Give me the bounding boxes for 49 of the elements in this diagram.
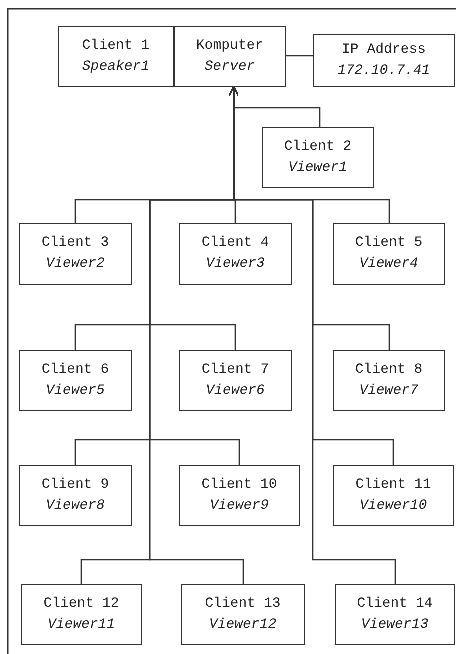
client-box — [313, 34, 455, 87]
client-box — [19, 223, 132, 285]
node-subtitle: Viewer12 — [209, 616, 277, 634]
node-title: Client 13 — [205, 594, 281, 614]
connector — [286, 55, 313, 57]
node-title: Client 6 — [42, 360, 110, 380]
node-subtitle: Viewer2 — [46, 255, 105, 274]
client-box — [333, 223, 445, 285]
node-subtitle: Viewer8 — [46, 496, 105, 516]
client-box — [19, 350, 132, 411]
node-title: Client 5 — [355, 234, 423, 253]
client-box — [181, 584, 305, 645]
node-subtitle: Viewer11 — [48, 616, 116, 634]
client-box — [179, 465, 300, 526]
node-subtitle: Viewer10 — [360, 496, 428, 516]
client-box — [19, 465, 132, 526]
client-box — [333, 465, 454, 526]
node-subtitle: 172.10.7.41 — [338, 62, 430, 80]
node-title: Client 10 — [202, 476, 278, 494]
node-title: Client 12 — [44, 594, 120, 614]
node-title: Client 1 — [82, 36, 150, 56]
client-box — [174, 26, 286, 87]
client-box — [179, 223, 292, 285]
node-subtitle: Viewer5 — [46, 382, 105, 400]
node-title: Client 7 — [202, 360, 270, 380]
client-box — [58, 26, 174, 87]
node-title: Client 9 — [42, 476, 110, 494]
client-box — [21, 584, 142, 645]
node-subtitle: Viewer1 — [288, 158, 348, 178]
node-subtitle: Speaker1 — [82, 58, 150, 76]
node-subtitle: Viewer7 — [360, 382, 418, 400]
node-title: IP Address — [342, 40, 426, 60]
node-title: Komputer — [196, 36, 264, 56]
node-subtitle: Server — [204, 58, 256, 76]
client-box — [262, 127, 374, 188]
node-title: Client 14 — [357, 594, 433, 614]
node-title: Client 11 — [356, 476, 432, 494]
node-title: Client 4 — [202, 234, 270, 253]
node-subtitle: Viewer4 — [360, 255, 418, 274]
node-subtitle: Viewer9 — [210, 496, 269, 516]
node-title: Client 2 — [284, 138, 352, 156]
node-title: Client 8 — [355, 360, 423, 380]
node-subtitle: Viewer3 — [206, 255, 265, 274]
node-subtitle: Viewer13 — [361, 616, 429, 634]
client-box — [335, 584, 455, 645]
client-box — [333, 350, 445, 411]
node-title: Client 3 — [42, 234, 110, 253]
client-box — [179, 350, 292, 411]
node-subtitle: Viewer6 — [206, 382, 265, 400]
